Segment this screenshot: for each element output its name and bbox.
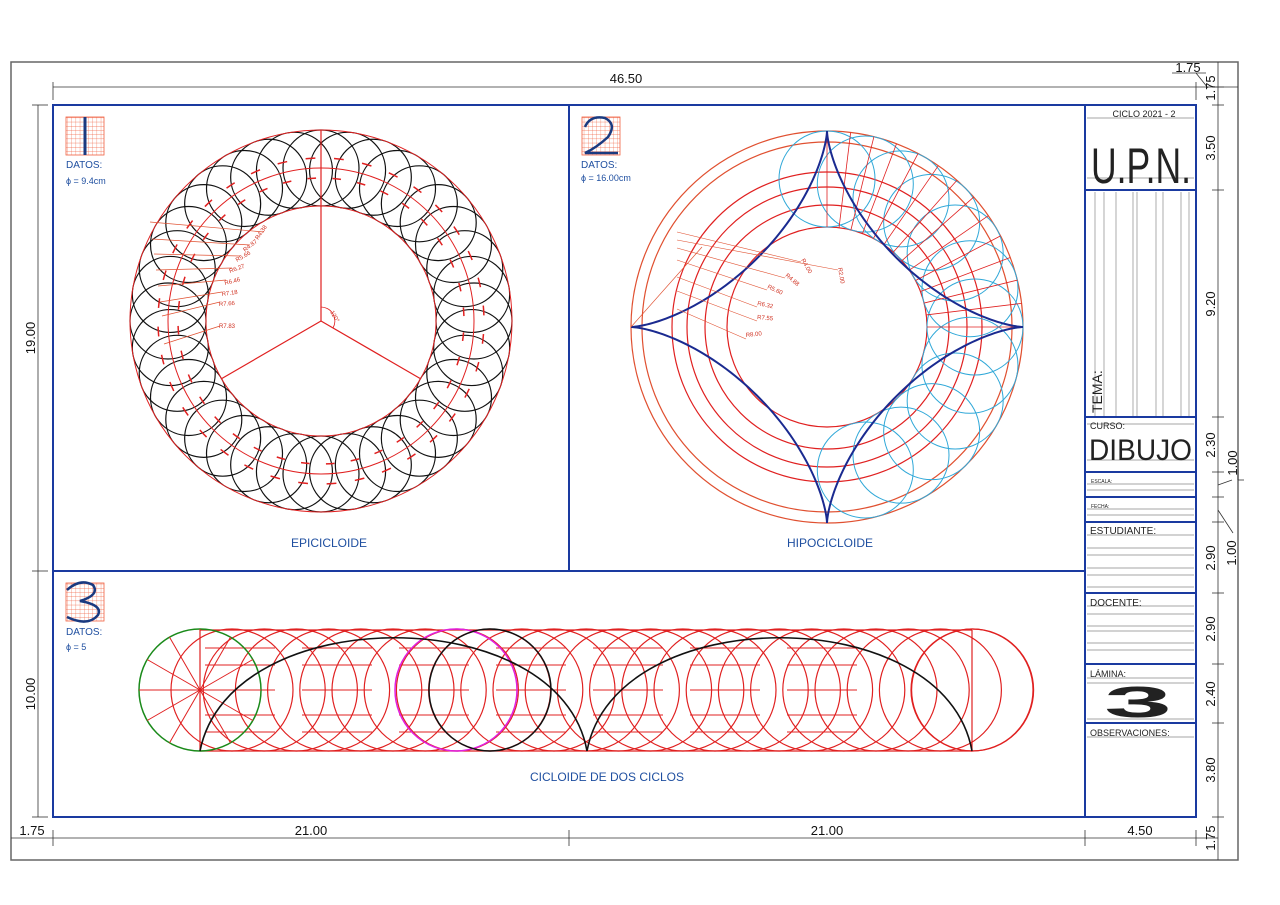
svg-text:120°: 120° [328, 310, 340, 324]
dim-left-height-bottom: 10.00 [23, 678, 38, 711]
panel-1-datos-value: ϕ = 9.4cm [66, 176, 106, 186]
svg-text:R5.60: R5.60 [766, 284, 784, 296]
panel-2-title: HIPOCICLOIDE [787, 536, 873, 550]
svg-text:R4.87: R4.87 [243, 239, 260, 254]
svg-text:R2.00: R2.00 [836, 267, 845, 284]
epicycloid-radii-labels: R4.38 R4.87 R5.66 R6.27 R6.46 R7.18 R7.6… [219, 224, 340, 330]
dim-bottom-width-2: 21.00 [811, 823, 844, 838]
lamina-value: 3 [1104, 678, 1172, 727]
panel-1-number-icon [65, 116, 105, 156]
svg-text:R7.55: R7.55 [757, 315, 774, 322]
panel-2-datos-label: DATOS: [581, 160, 617, 171]
ciclo-text: CICLO 2021 - 2 [1112, 109, 1175, 119]
svg-text:R4.88: R4.88 [784, 273, 801, 288]
svg-text:R4.00: R4.00 [799, 258, 813, 275]
dim-bottom-width-1: 21.00 [295, 823, 328, 838]
svg-text:R7.18: R7.18 [221, 290, 238, 298]
svg-text:R5.66: R5.66 [235, 250, 252, 264]
panel-1-datos-label: DATOS: [66, 160, 102, 171]
dim-top-total: 46.50 [610, 71, 643, 86]
panel-3-number-icon [65, 581, 105, 623]
panel-2-number-icon [581, 116, 621, 156]
dim-bottom-left-margin: 1.75 [19, 823, 44, 838]
docente-label: DOCENTE: [1090, 598, 1142, 609]
svg-text:R8.00: R8.00 [746, 331, 763, 339]
svg-text:R6.27: R6.27 [229, 264, 247, 275]
lamina-label: LÁMINA: [1090, 669, 1126, 679]
institution-name: U.P.N. [1091, 138, 1191, 194]
panel-3-title: CICLOIDE DE DOS CICLOS [530, 770, 684, 784]
title-block [1085, 117, 1196, 738]
dim-right-seg-4: 2.90 [1203, 545, 1218, 570]
dim-right-callout-2: 1.00 [1224, 540, 1239, 565]
hypocycloid-radii-labels: R2.00 R4.00 R4.88 R5.60 R6.32 R7.55 R8.0… [746, 258, 845, 339]
svg-text:R6.46: R6.46 [224, 277, 242, 287]
main-frame [52, 104, 1197, 818]
svg-text:R7.66: R7.66 [219, 301, 236, 308]
dimension-lines [11, 62, 1244, 860]
observaciones-label: OBSERVACIONES: [1090, 728, 1170, 738]
fecha-label: FECHA: [1091, 504, 1109, 510]
svg-text:R4.38: R4.38 [255, 224, 269, 241]
dim-right-seg-1: 3.50 [1203, 135, 1218, 160]
cycloid-drawing [138, 628, 1035, 752]
dim-right-seg-6: 2.40 [1203, 681, 1218, 706]
hypocycloid-drawing [630, 130, 1024, 524]
panel-3-datos-label: DATOS: [66, 627, 102, 638]
dim-right-callout-1: 1.00 [1225, 450, 1240, 475]
dim-right-seg-2: 9.20 [1203, 291, 1218, 316]
dim-right-bottom-margin: 1.75 [1203, 825, 1218, 850]
panel-2-datos-value: ϕ = 16.00cm [581, 173, 631, 183]
escala-label: ESCALA: [1091, 479, 1112, 485]
curso-label: CURSO: [1090, 421, 1125, 431]
estudiante-label: ESTUDIANTE: [1090, 526, 1156, 537]
dim-left-height-top: 19.00 [23, 322, 38, 355]
svg-text:R7.83: R7.83 [219, 324, 236, 330]
epicycloid-drawing [129, 129, 513, 513]
curso-value: DIBUJO [1089, 434, 1192, 467]
dim-right-top-margin: 1.75 [1203, 75, 1218, 100]
dim-top-right-margin: 1.75 [1175, 60, 1200, 75]
tema-label: TEMA: [1089, 370, 1105, 413]
panel-1-title: EPICICLOIDE [291, 536, 367, 550]
panel-3-datos-value: ϕ = 5 [66, 642, 86, 652]
dim-right-seg-3: 2.30 [1203, 432, 1218, 457]
svg-text:R6.32: R6.32 [757, 301, 775, 310]
dim-right-seg-5: 2.90 [1203, 616, 1218, 641]
dim-right-seg-7: 3.80 [1203, 757, 1218, 782]
dim-bottom-width-3: 4.50 [1127, 823, 1152, 838]
